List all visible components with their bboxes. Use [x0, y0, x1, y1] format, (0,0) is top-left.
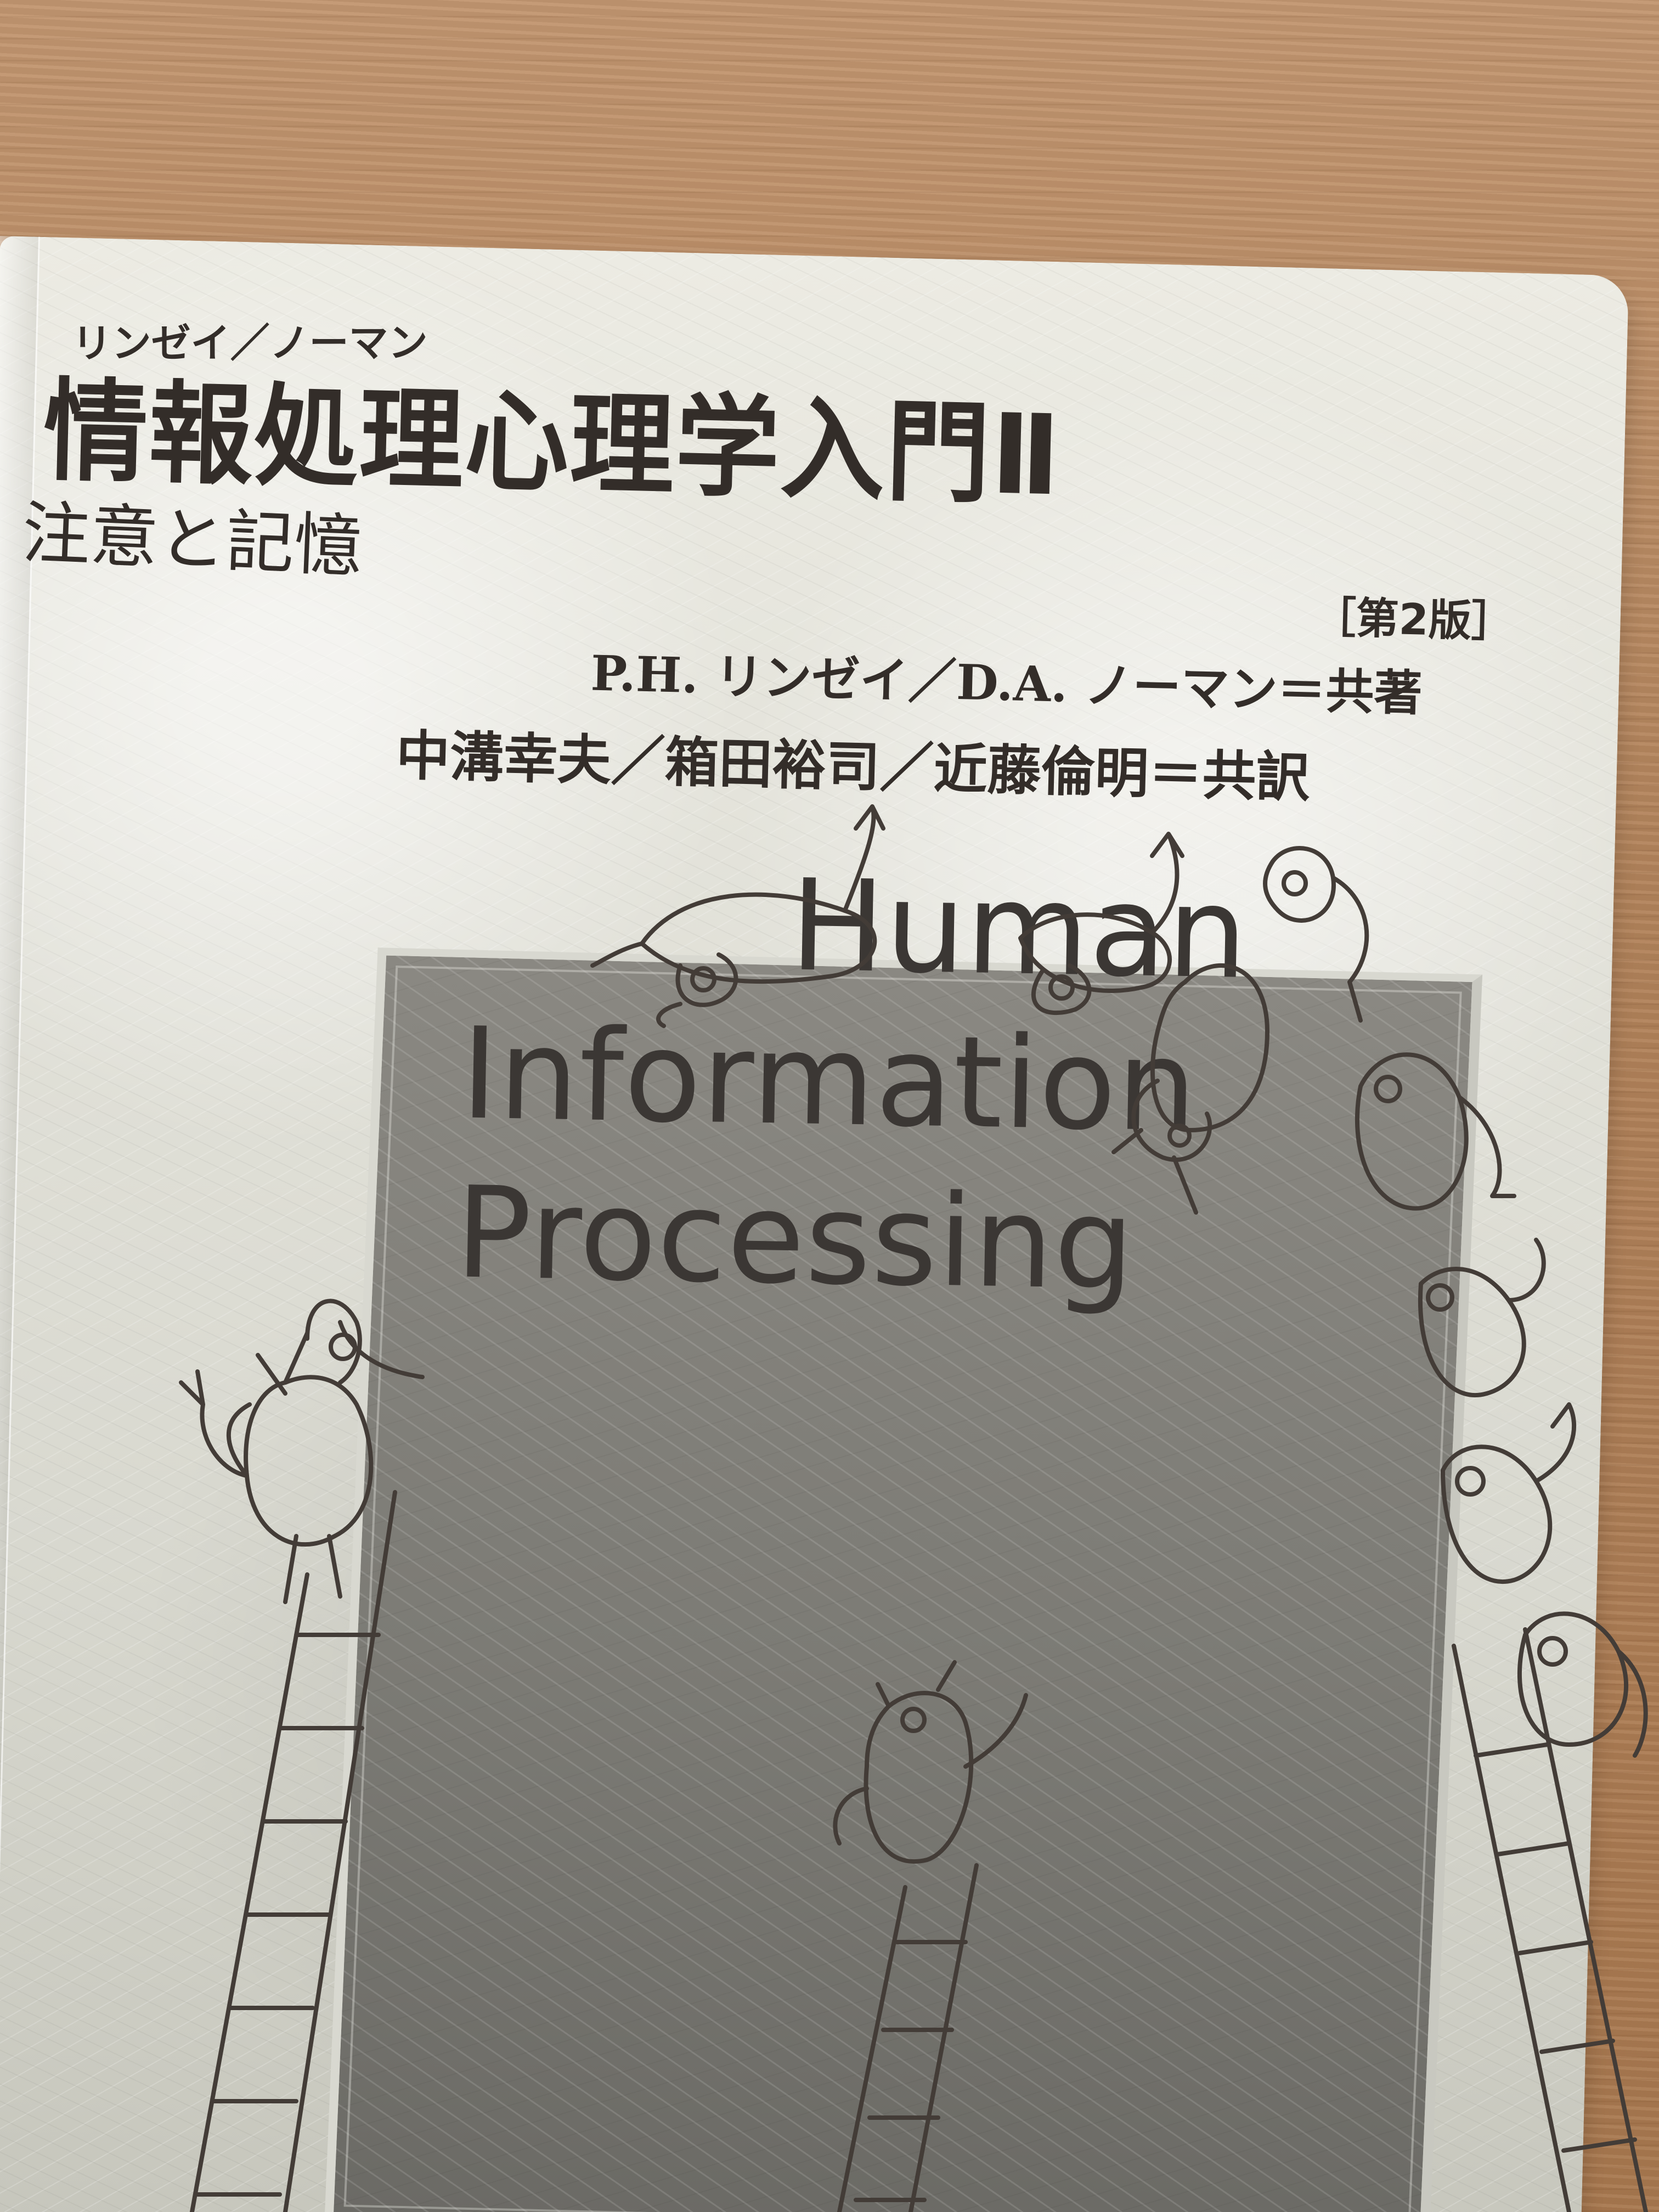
japanese-subtitle: 注意と記憶: [20, 493, 364, 587]
translators-line: 中溝幸夫／箱田裕司／近藤倫明＝共訳: [395, 724, 1311, 810]
english-title-line-processing: Processing: [454, 1160, 1136, 1319]
edition-label: ［第2版］: [1312, 592, 1515, 647]
english-title-line-information: Information: [459, 1001, 1199, 1160]
english-title-line-human: Human: [788, 853, 1249, 1007]
authors-line: P.H. リンゼイ／D.A. ノーマン＝共著: [590, 644, 1423, 722]
